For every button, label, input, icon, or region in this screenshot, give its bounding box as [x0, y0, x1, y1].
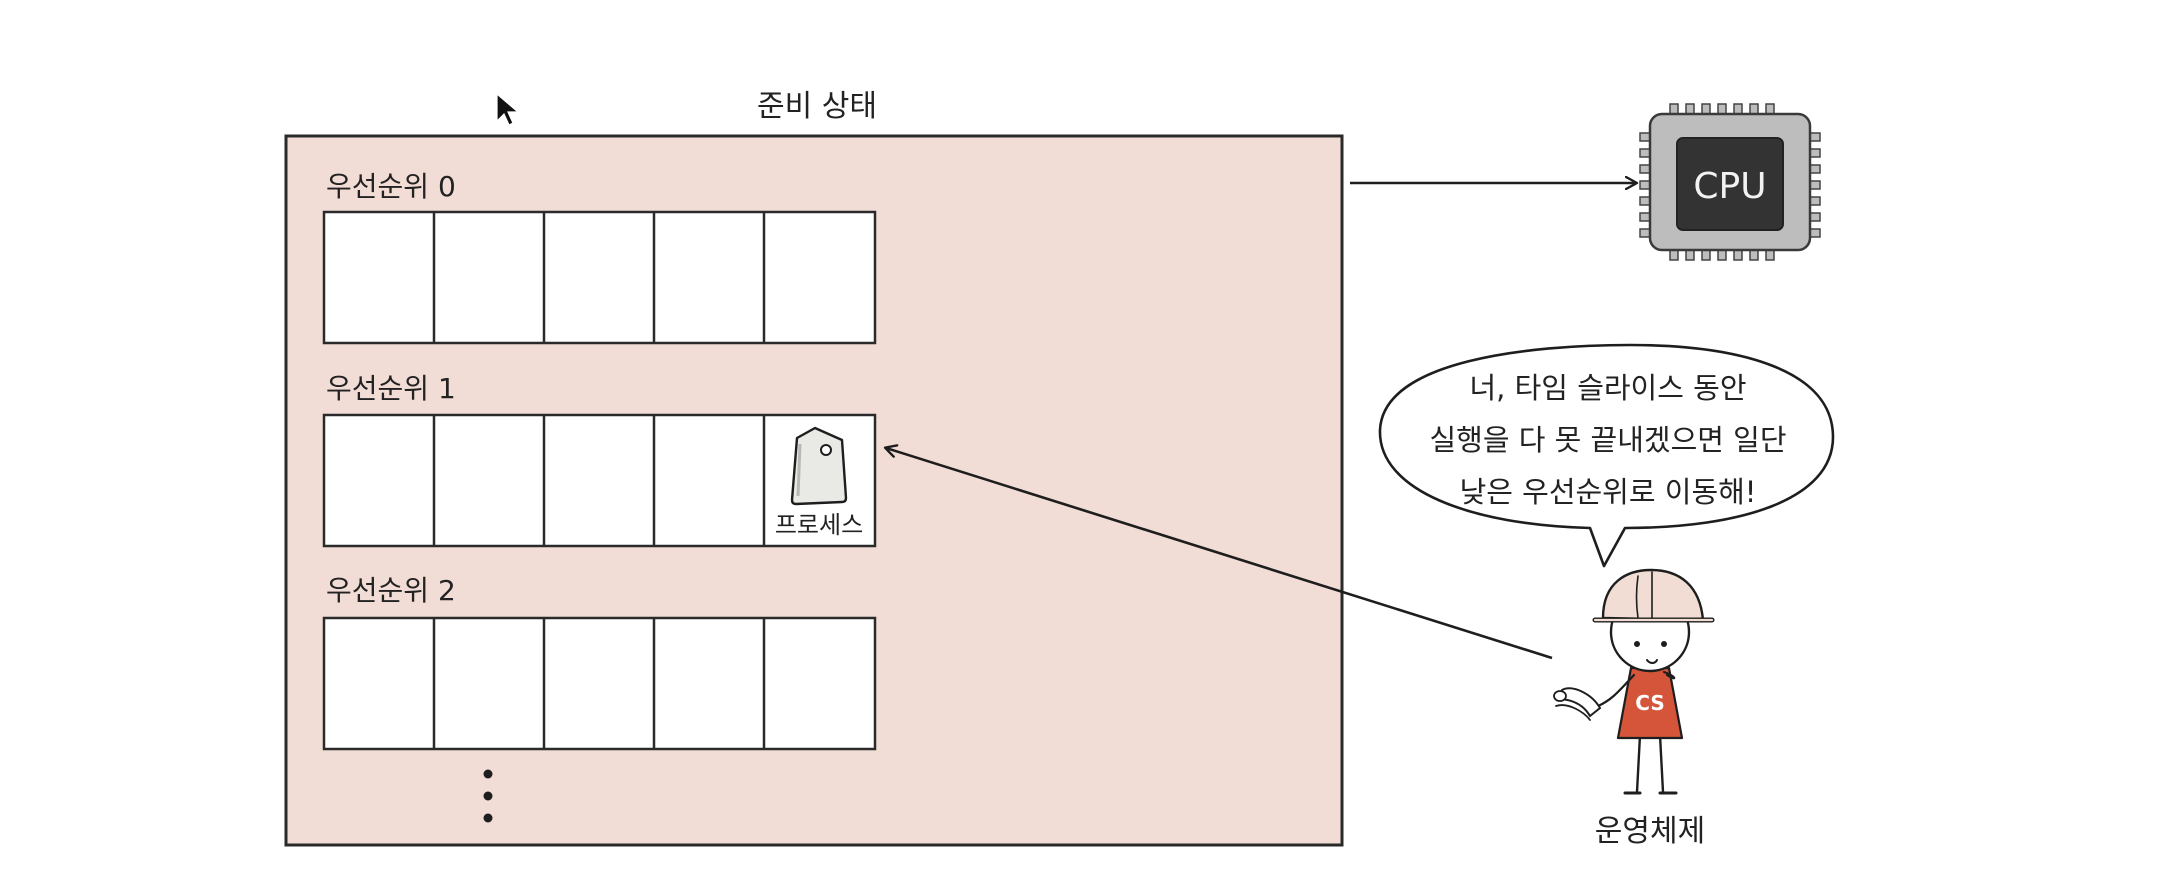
speech-line-1: 너, 타임 슬라이스 동안 — [1470, 371, 1747, 405]
os-label: 운영체제 — [1595, 814, 1705, 849]
priority-queue-1: 우선순위 1 프로세스 — [322, 372, 877, 548]
hard-hat-icon — [1601, 568, 1705, 622]
cpu-label: CPU — [1693, 166, 1766, 207]
priority-queue-0: 우선순위 0 — [322, 170, 877, 345]
queue-label-0: 우선순위 0 — [326, 170, 456, 203]
process-tag-icon — [790, 426, 848, 506]
queue-label-2: 우선순위 2 — [326, 574, 456, 607]
os-worker-character: CS — [1553, 568, 1715, 795]
priority-queue-2: 우선순위 2 — [322, 574, 877, 751]
cpu-chip-icon: CPU — [1639, 103, 1821, 261]
mouse-cursor-icon — [496, 92, 520, 126]
os-shirt-text: CS — [1635, 691, 1664, 715]
rolled-paper-icon — [1553, 687, 1602, 721]
more-queues-ellipsis — [483, 769, 493, 823]
process-label: 프로세스 — [775, 511, 863, 539]
queue-box-2 — [322, 616, 877, 751]
demotion-arrow — [886, 448, 1553, 660]
queue-box-0 — [322, 210, 877, 345]
queue-label-1: 우선순위 1 — [326, 372, 456, 405]
speech-line-2: 실행을 다 못 끝내겠으면 일단 — [1429, 423, 1786, 457]
speech-line-3: 낮은 우선순위로 이동해! — [1460, 475, 1757, 509]
queue-box-1 — [322, 413, 877, 548]
ready-state-title: 준비 상태 — [757, 89, 877, 124]
speech-bubble: 너, 타임 슬라이스 동안 실행을 다 못 끝내겠으면 일단 낮은 우선순위로 … — [1378, 343, 1835, 568]
